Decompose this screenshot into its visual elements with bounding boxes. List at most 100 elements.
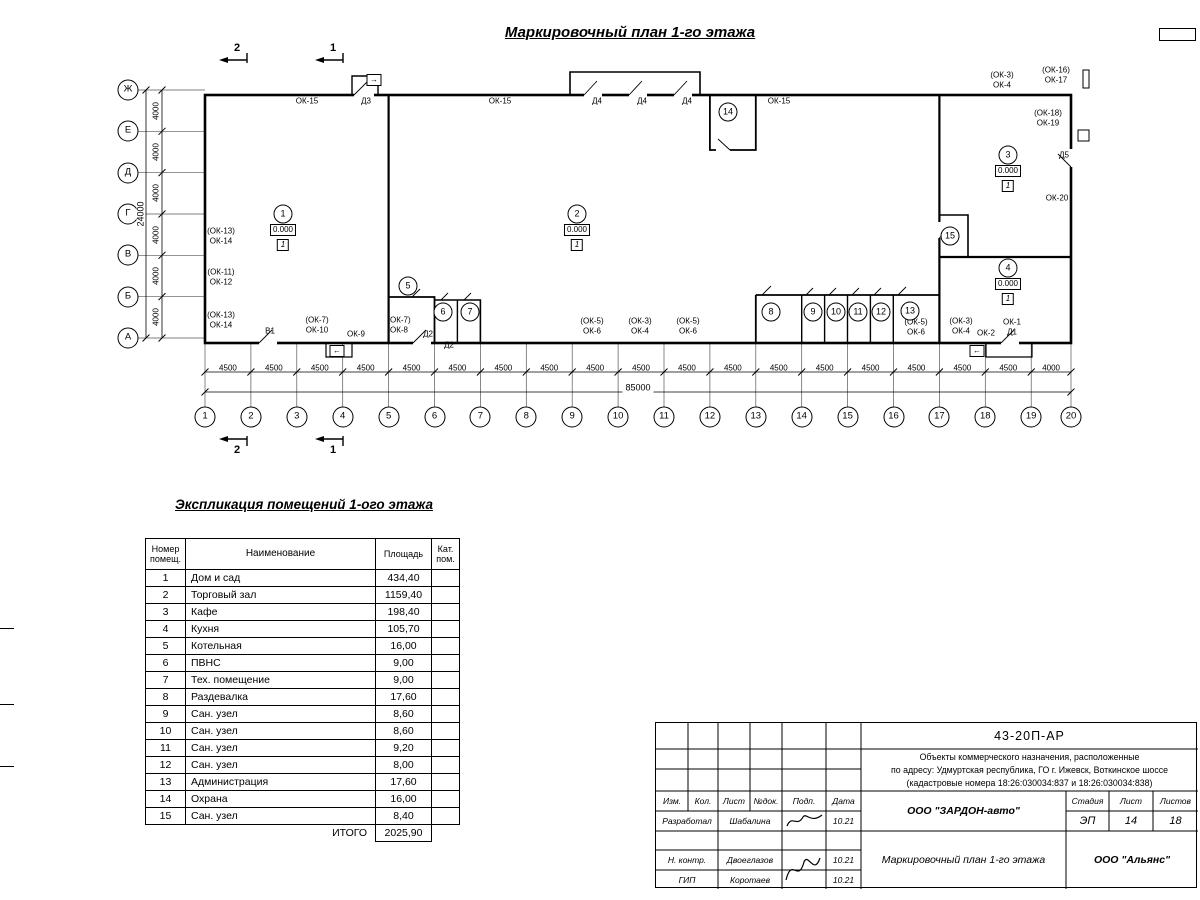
room-number-15: 15	[940, 226, 960, 246]
room-number-1: 1	[273, 204, 293, 224]
room-number-5: 5	[398, 276, 418, 296]
window-door-label: ОК-6	[679, 326, 697, 336]
cell-room-area: 9,20	[375, 739, 432, 757]
schedule-total-row: ИТОГО 2025,90	[146, 824, 460, 842]
date-gip: 10.21	[832, 874, 855, 885]
axis-col-8: 8	[515, 406, 537, 428]
frame-mark	[0, 766, 14, 767]
cell-room-area: 434,40	[375, 569, 432, 587]
dim-col-4500: 4500	[815, 363, 834, 373]
cell-room-name: Администрация	[185, 773, 376, 791]
cell-room-number: 14	[145, 790, 186, 808]
dim-row-4000: 4000	[151, 225, 161, 244]
dim-col-4500: 4500	[953, 363, 972, 373]
window-door-label: (ОК-7)	[305, 315, 329, 325]
window-door-label: ОК-15	[295, 96, 319, 106]
col-header-category: Кат. пом.	[431, 538, 460, 570]
floor-type-mark: 1	[1001, 180, 1015, 192]
axis-row-Д: Д	[117, 162, 139, 184]
axis-col-7: 7	[469, 406, 491, 428]
window-door-label: ОК-14	[209, 320, 233, 330]
window-door-label: Д5	[1059, 150, 1069, 160]
window-door-label: ОК-6	[907, 327, 925, 337]
col-header-area: Площадь	[375, 538, 432, 570]
total-value: 2025,90	[375, 824, 432, 842]
dim-row-total: 24000	[136, 198, 146, 230]
cell-room-category	[431, 756, 460, 774]
cell-room-number: 6	[145, 654, 186, 672]
dim-col-4500: 4500	[907, 363, 926, 373]
cell-room-area: 198,40	[375, 603, 432, 621]
dim-col-4500: 4500	[861, 363, 880, 373]
window-door-label: Д3	[361, 96, 371, 106]
axis-col-20: 20	[1060, 406, 1082, 428]
window-door-label: (ОК-13)	[207, 226, 235, 236]
dim-col-4500: 4500	[402, 363, 421, 373]
axis-col-10: 10	[607, 406, 629, 428]
cell-room-category	[431, 637, 460, 655]
room-number-14: 14	[718, 102, 738, 122]
frame-mark	[0, 628, 14, 629]
window-door-label: ОК-4	[631, 326, 649, 336]
cell-room-number: 9	[145, 705, 186, 723]
frame-corner-box	[1159, 28, 1196, 41]
window-door-label: ОК-1	[1003, 317, 1021, 327]
window-door-label: Д4	[592, 96, 602, 106]
cell-room-name: Торговый зал	[185, 586, 376, 604]
date-developed: 10.21	[832, 816, 855, 826]
dim-col-4500: 4500	[219, 363, 237, 373]
stage-label: Стадия	[1071, 796, 1104, 806]
window-door-label: ОК-15	[767, 96, 791, 106]
window-door-label: (ОК-18)	[1034, 108, 1062, 118]
window-door-label: ОК-20	[1045, 193, 1069, 203]
window-door-label: ОК-14	[209, 236, 233, 246]
room-number-4: 4	[998, 258, 1018, 278]
cell-room-name: Раздевалка	[185, 688, 376, 706]
total-label: ИТОГО	[332, 826, 367, 839]
header-izm: Изм.	[662, 796, 682, 806]
sheets-label: Листов	[1160, 796, 1191, 806]
dim-col-4500: 4500	[586, 363, 605, 373]
cell-room-area: 9,00	[375, 654, 432, 672]
dim-col-4500: 4500	[264, 363, 283, 373]
window-door-label: ОК-6	[583, 326, 601, 336]
axis-col-19: 19	[1020, 406, 1042, 428]
header-data: Дата	[832, 796, 855, 806]
name-gip: Коротаев	[729, 874, 771, 885]
dim-col-total: 85000	[622, 383, 654, 393]
cell-room-number: 5	[145, 637, 186, 655]
window-door-label: В1	[265, 326, 275, 336]
col-header-name: Наименование	[185, 538, 376, 570]
cell-room-area: 16,00	[375, 790, 432, 808]
elevation-mark: 0.000	[269, 224, 297, 236]
role-gip: ГИП	[678, 874, 696, 885]
cell-room-number: 11	[145, 739, 186, 757]
contractor-name: ООО "Альянс"	[1093, 854, 1171, 866]
window-door-label: ОК-12	[209, 277, 233, 287]
cell-room-name: Охрана	[185, 790, 376, 808]
axis-col-2: 2	[240, 406, 262, 428]
room-number-11: 11	[848, 302, 868, 322]
sheet-number: 14	[1124, 815, 1138, 827]
room-number-8: 8	[761, 302, 781, 322]
section-mark-1: 1	[329, 42, 337, 54]
dim-col-4500: 4500	[494, 363, 513, 373]
cell-room-area: 8,60	[375, 705, 432, 723]
window-door-label: ОК-9	[347, 329, 365, 339]
room-number-12: 12	[871, 302, 891, 322]
window-door-label: (ОК-3)	[628, 316, 652, 326]
document-number: 43-20П-АР	[994, 729, 1065, 743]
window-door-label: ОК-10	[305, 325, 329, 335]
